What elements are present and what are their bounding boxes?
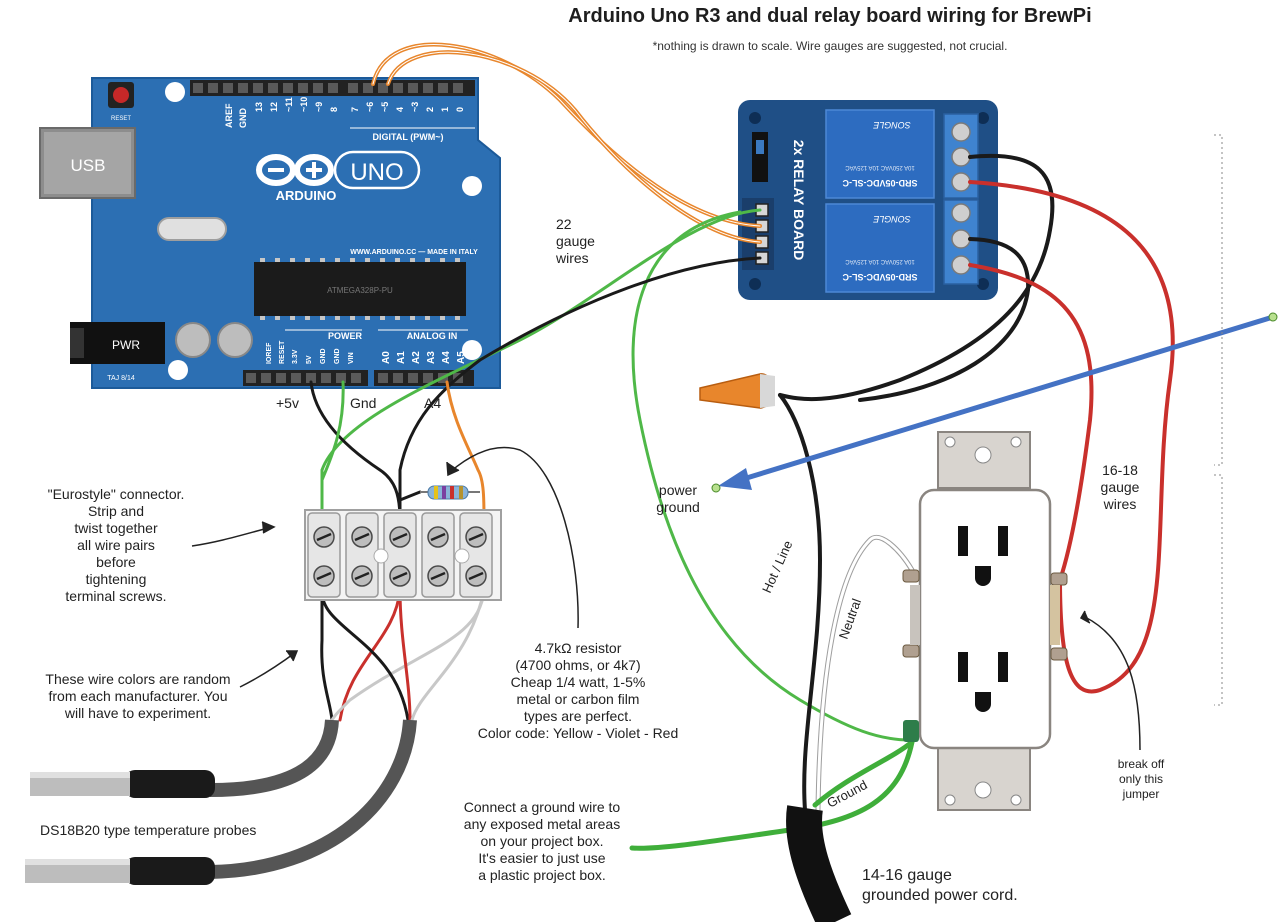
resistor [420, 485, 480, 500]
svg-text:10A 250VAC 10A 125VAC: 10A 250VAC 10A 125VAC [845, 258, 915, 264]
svg-text:GND: GND [320, 348, 327, 364]
svg-text:A0: A0 [381, 351, 392, 364]
svg-text:12: 12 [269, 102, 279, 112]
svg-text:4: 4 [395, 107, 405, 112]
temperature-probes [25, 719, 417, 885]
wire-nut [699, 373, 775, 409]
relay-board-label: 2x RELAY BOARD [791, 140, 807, 261]
svg-text:~10: ~10 [299, 97, 309, 112]
relay-board: 2x RELAY BOARD SRD-05VDC-SL-C 10A 250VAC… [738, 100, 998, 300]
svg-text:~5: ~5 [380, 102, 390, 112]
svg-text:UNO: UNO [350, 159, 403, 186]
power-cord [786, 805, 852, 922]
svg-text:2: 2 [425, 107, 435, 112]
power-ground-arrow [711, 312, 1278, 493]
svg-text:A3: A3 [426, 351, 437, 364]
svg-text:AREF: AREF [224, 103, 234, 128]
power-header: POWER [328, 331, 363, 341]
analog-header: ANALOG IN [407, 331, 458, 341]
svg-text:VIN: VIN [348, 352, 355, 364]
break-off-note: break off only this jumper [1117, 757, 1165, 801]
svg-text:IOREF: IOREF [266, 342, 273, 364]
annotation-arrows [191, 446, 1141, 751]
board-id-label: TAJ 8/14 [107, 375, 135, 382]
analog-pin-labels: A0 A1 A2 A3 A4 A5 [381, 351, 467, 364]
svg-text:GND: GND [238, 108, 248, 129]
pin-label-gnd: Gnd [350, 395, 377, 411]
gauge22-label: 22 gauge wires [556, 216, 595, 266]
svg-text:~3: ~3 [410, 102, 420, 112]
svg-text:13: 13 [254, 102, 264, 112]
svg-text:0: 0 [455, 107, 465, 112]
gauge16-label: 16-18 gauge wires [1100, 462, 1140, 512]
svg-text:8: 8 [329, 107, 339, 112]
svg-text:ARDUINO: ARDUINO [276, 188, 337, 203]
svg-text:SRD-05VDC-SL-C: SRD-05VDC-SL-C [842, 272, 918, 282]
power-cord-label: 14-16 gauge grounded power cord. [862, 867, 1018, 904]
svg-text:A1: A1 [396, 351, 407, 364]
duplex-outlet [902, 431, 1068, 811]
website-label: WWW.ARDUINO.CC — MADE IN ITALY [350, 249, 478, 256]
reset-label: RESET [111, 116, 131, 122]
wire-colors-note: These wire colors are random from each m… [45, 671, 231, 721]
svg-text:10A 250VAC 10A 125VAC: 10A 250VAC 10A 125VAC [845, 164, 915, 170]
svg-text:GND: GND [334, 348, 341, 364]
svg-text:SRD-05VDC-SL-C: SRD-05VDC-SL-C [842, 178, 918, 188]
svg-text:7: 7 [350, 107, 360, 112]
eurostyle-connector [304, 509, 502, 601]
digital-pin-labels: AREF GND 13 12 ~11 ~10 ~9 8 7 ~6 ~5 4 ~3… [224, 97, 465, 128]
pin-label-5v: +5v [276, 395, 299, 411]
svg-text:A2: A2 [411, 351, 422, 364]
resistor-note: 4.7kΩ resistor (4700 ohms, or 4k7) Cheap… [477, 640, 679, 741]
svg-text:3.3V: 3.3V [292, 349, 299, 364]
svg-text:~6: ~6 [365, 102, 375, 112]
eurostyle-note: "Eurostyle" connector. Strip and twist t… [47, 486, 185, 604]
pwr-label: PWR [112, 338, 140, 352]
page-title: Arduino Uno R3 and dual relay board wiri… [568, 5, 1092, 27]
svg-text:1: 1 [440, 107, 450, 112]
dotted-bracket [1214, 134, 1223, 706]
svg-text:SONGLE: SONGLE [872, 214, 911, 224]
svg-text:~11: ~11 [284, 97, 294, 112]
page-subtitle: *nothing is drawn to scale. Wire gauges … [652, 39, 1008, 53]
svg-text:RESET: RESET [279, 340, 286, 364]
arduino-logo: UNO ARDUINO [256, 150, 421, 203]
digital-label: DIGITAL (PWM~) [373, 132, 444, 142]
chip-label: ATMEGA328P-PU [327, 286, 393, 295]
ground-wire-note: Connect a ground wire to any exposed met… [463, 799, 621, 883]
power-pin-labels: IOREF RESET 3.3V 5V GND GND VIN [266, 340, 355, 364]
pin-label-a4: A4 [424, 395, 442, 411]
arduino-board: RESET USB PWR TAJ 8/14 AREF GND 13 12 ~1… [39, 77, 501, 389]
wires [309, 42, 1175, 851]
hot-line-label: Hot / Line [759, 538, 795, 595]
svg-text:SONGLE: SONGLE [872, 120, 911, 130]
svg-text:~9: ~9 [314, 102, 324, 112]
probes-label: DS18B20 type temperature probes [40, 822, 257, 838]
svg-text:A5: A5 [456, 351, 467, 364]
svg-text:5V: 5V [306, 355, 313, 364]
power-ground-label: power ground [656, 482, 700, 515]
usb-label: USB [71, 156, 106, 175]
svg-text:A4: A4 [441, 351, 452, 364]
